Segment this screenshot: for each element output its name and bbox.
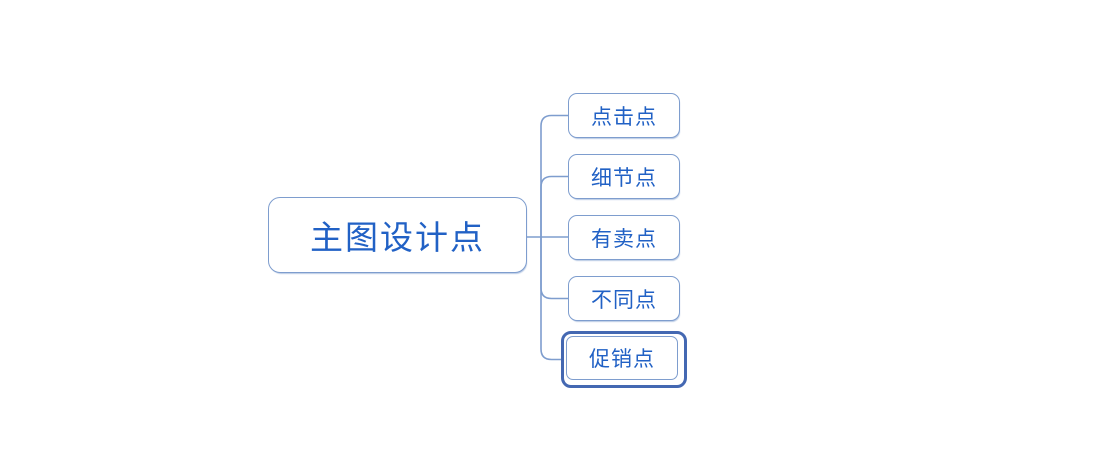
connector-root-to-click-point (540, 114, 568, 237)
node-detail-point[interactable]: 细节点 (568, 154, 680, 199)
node-promotion-point[interactable]: 促销点 (566, 336, 678, 380)
node-difference-point[interactable]: 不同点 (568, 276, 680, 321)
connector-root-to-detail-point (540, 175, 568, 237)
node-click-point[interactable]: 点击点 (568, 93, 680, 138)
promotion-point-label: 促销点 (589, 348, 655, 371)
connector-root-to-difference-point (540, 237, 568, 300)
node-root-topic[interactable]: 主图设计点 (268, 197, 527, 273)
difference-point-label: 不同点 (591, 288, 657, 312)
detail-point-label: 细节点 (591, 166, 657, 190)
click-point-label: 点击点 (591, 105, 657, 129)
selling-point-label: 有卖点 (591, 227, 657, 251)
connector-root-to-promotion-point (540, 237, 562, 361)
selection-outline: 促销点 (561, 331, 687, 388)
node-selling-point[interactable]: 有卖点 (568, 215, 680, 260)
root-topic-label: 主图设计点 (310, 219, 485, 256)
